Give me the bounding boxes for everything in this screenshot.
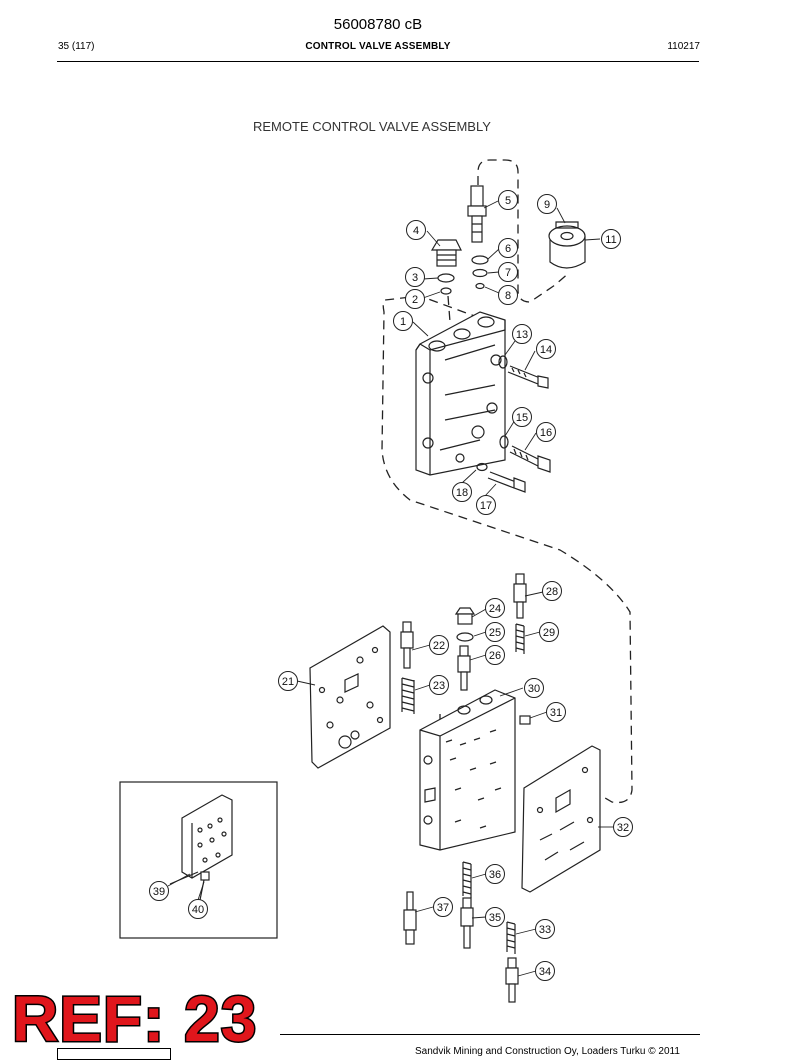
spring-33	[506, 921, 516, 954]
washer-13	[498, 355, 508, 369]
callout-40: 40	[192, 904, 204, 916]
page-number: 35 (117)	[58, 41, 95, 52]
callout-16: 16	[540, 427, 552, 439]
document-id: 56008780 cB	[333, 16, 423, 33]
spring-23	[401, 677, 415, 714]
o-ring-3	[437, 273, 455, 283]
callout-8: 8	[505, 290, 511, 302]
callout-6: 6	[505, 243, 511, 255]
callout-23: 23	[433, 680, 445, 692]
spool-35	[460, 897, 474, 949]
bolt-17	[487, 471, 526, 493]
plug-24	[454, 607, 476, 625]
gasket-21	[309, 625, 391, 769]
callout-9: 9	[544, 199, 550, 211]
callout-1: 1	[400, 316, 406, 328]
solenoid-cartridge-5	[467, 185, 487, 243]
lower-valve-body	[419, 689, 516, 851]
spring-36	[462, 861, 472, 898]
callout-circles	[149, 190, 633, 981]
plug-31	[519, 715, 531, 725]
plug-4	[430, 239, 462, 267]
o-ring-8	[475, 282, 485, 290]
callout-34: 34	[539, 966, 551, 978]
upper-valve-body	[415, 311, 506, 476]
callout-17: 17	[480, 500, 492, 512]
callout-leaders	[167, 200, 614, 977]
callout-21: 21	[282, 676, 294, 688]
footer-rule	[280, 1034, 700, 1035]
callout-29: 29	[543, 627, 555, 639]
section-title: CONTROL VALVE ASSEMBLY	[305, 41, 451, 52]
o-ring-25	[456, 632, 474, 642]
callout-11: 11	[605, 234, 616, 246]
spool-34	[505, 957, 519, 1003]
ref-stamp: REF: 23	[10, 982, 258, 1057]
callout-32: 32	[617, 822, 629, 834]
o-ring-6	[471, 255, 489, 265]
callout-26: 26	[489, 650, 501, 662]
figure-title: REMOTE CONTROL VALVE ASSEMBLY	[253, 119, 491, 134]
callout-18: 18	[456, 487, 468, 499]
spool-37	[403, 891, 417, 945]
callout-4: 4	[413, 225, 419, 237]
callout-37: 37	[437, 902, 449, 914]
o-ring-7	[472, 268, 488, 278]
coil-11	[548, 221, 586, 269]
callout-25: 25	[489, 627, 501, 639]
callout-35: 35	[489, 912, 501, 924]
callout-30: 30	[528, 683, 540, 695]
callout-31: 31	[550, 707, 562, 719]
callout-22: 22	[433, 640, 445, 652]
o-ring-2	[440, 287, 452, 295]
callout-28: 28	[546, 586, 558, 598]
footer-copyright: Sandvik Mining and Construction Oy, Load…	[415, 1046, 680, 1057]
spool-22	[400, 621, 414, 669]
callout-36: 36	[489, 869, 501, 881]
spool-26	[457, 645, 471, 691]
spool-28	[513, 573, 527, 619]
gasket-32	[521, 745, 601, 893]
bolt-16	[509, 445, 551, 473]
callout-24: 24	[489, 603, 501, 615]
callout-15: 15	[516, 412, 528, 424]
callout-5: 5	[505, 195, 511, 207]
callout-2: 2	[412, 294, 418, 306]
washer-15	[499, 435, 509, 449]
callout-14: 14	[540, 344, 552, 356]
document-date: 110217	[667, 41, 700, 52]
header-rule	[57, 61, 699, 62]
spring-29	[515, 623, 525, 654]
logo-box	[57, 1048, 171, 1060]
callout-39: 39	[153, 886, 165, 898]
callout-3: 3	[412, 272, 418, 284]
callout-13: 13	[516, 329, 528, 341]
callout-7: 7	[505, 267, 511, 279]
bolt-14	[507, 365, 549, 389]
washer-18	[476, 462, 488, 472]
callout-33: 33	[539, 924, 551, 936]
